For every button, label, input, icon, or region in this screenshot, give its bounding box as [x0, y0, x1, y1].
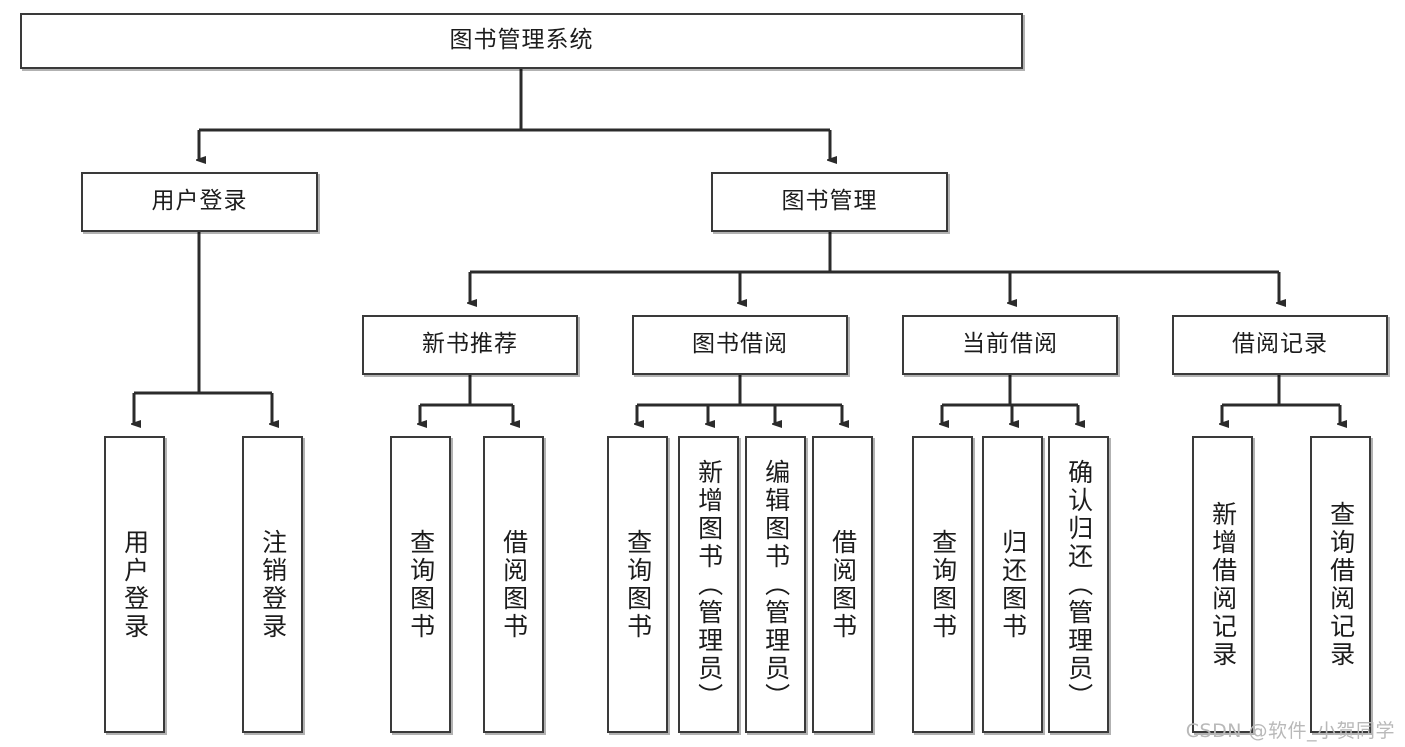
node-borrow-record[interactable]: 借阅记录	[1172, 315, 1388, 375]
node-book-borrow[interactable]: 图书借阅	[632, 315, 848, 375]
node-user-login-label: 用户登录	[151, 188, 248, 215]
node-leaf-user-login[interactable]: 用户登录	[104, 436, 165, 733]
node-leaf-confirm-return-label: 确认归还（管理员）	[1064, 458, 1094, 711]
node-leaf-query-book-3[interactable]: 查询图书	[912, 436, 973, 733]
node-leaf-edit-book-admin[interactable]: 编辑图书（管理员）	[745, 436, 806, 733]
node-leaf-edit-book-admin-label: 编辑图书（管理员）	[761, 458, 791, 711]
node-leaf-borrow-book-1[interactable]: 借阅图书	[483, 436, 544, 733]
node-leaf-query-book-3-label: 查询图书	[928, 528, 958, 641]
node-leaf-query-borrow-record-label: 查询借阅记录	[1326, 500, 1356, 669]
node-leaf-return-book[interactable]: 归还图书	[982, 436, 1043, 733]
node-leaf-query-borrow-record[interactable]: 查询借阅记录	[1310, 436, 1371, 733]
node-root[interactable]: 图书管理系统	[20, 13, 1023, 69]
node-leaf-query-book-1-label: 查询图书	[406, 528, 436, 641]
node-leaf-user-login-label: 用户登录	[120, 528, 150, 641]
node-new-book-recommend[interactable]: 新书推荐	[362, 315, 578, 375]
node-leaf-borrow-book-1-label: 借阅图书	[499, 528, 529, 641]
node-book-borrow-label: 图书借阅	[692, 331, 788, 358]
node-current-borrow-label: 当前借阅	[962, 331, 1058, 358]
node-user-login[interactable]: 用户登录	[81, 172, 318, 232]
node-new-book-recommend-label: 新书推荐	[422, 331, 518, 358]
node-leaf-borrow-book-2[interactable]: 借阅图书	[812, 436, 873, 733]
node-leaf-add-borrow-record-label: 新增借阅记录	[1208, 500, 1238, 669]
node-leaf-add-borrow-record[interactable]: 新增借阅记录	[1192, 436, 1253, 733]
node-root-label: 图书管理系统	[449, 27, 594, 54]
node-leaf-user-logout[interactable]: 注销登录	[242, 436, 303, 733]
node-leaf-add-book-admin-label: 新增图书（管理员）	[694, 458, 724, 711]
node-leaf-return-book-label: 归还图书	[998, 528, 1028, 641]
node-leaf-borrow-book-2-label: 借阅图书	[828, 528, 858, 641]
node-borrow-record-label: 借阅记录	[1232, 331, 1328, 358]
node-leaf-query-book-1[interactable]: 查询图书	[390, 436, 451, 733]
node-leaf-confirm-return[interactable]: 确认归还（管理员）	[1048, 436, 1109, 733]
node-book-manage-label: 图书管理	[781, 188, 878, 215]
node-book-manage[interactable]: 图书管理	[711, 172, 948, 232]
csdn-watermark: CSDN @软件_小贺同学	[1185, 720, 1395, 742]
node-current-borrow[interactable]: 当前借阅	[902, 315, 1118, 375]
node-leaf-user-logout-label: 注销登录	[258, 528, 288, 641]
node-leaf-query-book-2[interactable]: 查询图书	[607, 436, 668, 733]
node-leaf-add-book-admin[interactable]: 新增图书（管理员）	[678, 436, 739, 733]
node-leaf-query-book-2-label: 查询图书	[623, 528, 653, 641]
